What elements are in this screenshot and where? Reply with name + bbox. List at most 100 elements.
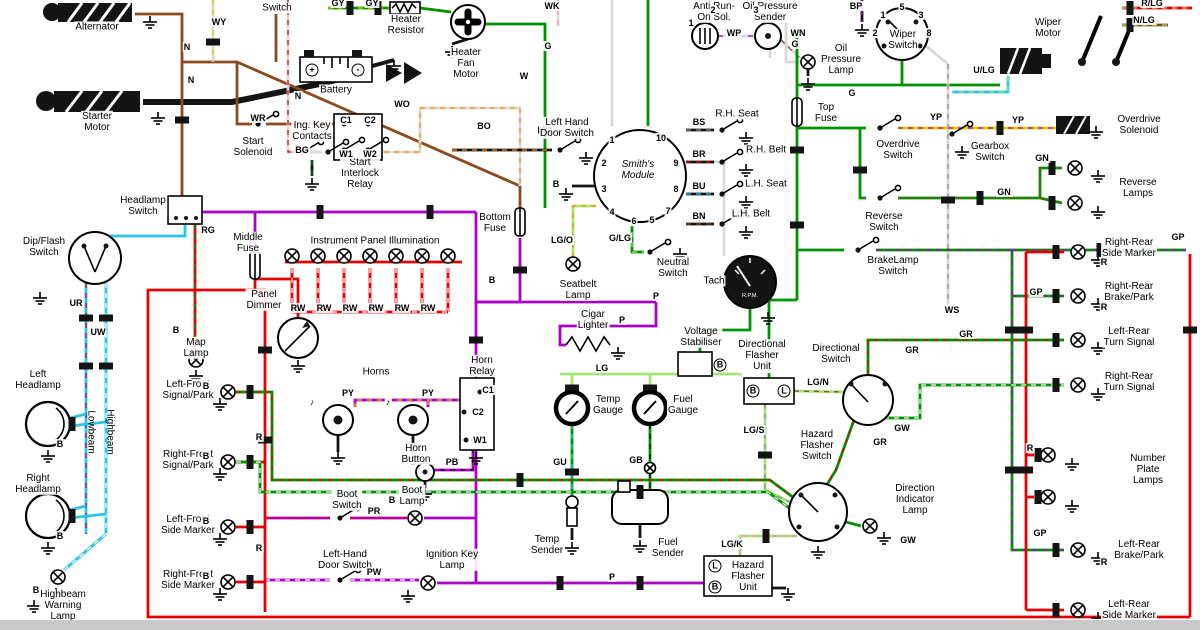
- label-right-front-signal-park: Right-Front Signal/Park: [161, 448, 215, 472]
- tach-face-text: R.P.M.: [742, 293, 759, 299]
- wire-code-g: G: [543, 40, 553, 52]
- wire-code-wp: WP: [725, 27, 743, 39]
- directional-switch-icon: [842, 374, 894, 426]
- wire-code-g-lg: G/LG: [608, 232, 632, 244]
- label-heater-fan-motor: Heater Fan Motor: [449, 47, 483, 81]
- wire-code-b: B: [387, 494, 397, 506]
- wire-code-r: R: [254, 542, 264, 554]
- cable-arrow-icon: [404, 62, 422, 84]
- wire-code-r: R: [1099, 301, 1109, 313]
- wire-UW: [63, 532, 107, 572]
- wire-code-b: B: [55, 530, 65, 542]
- label-panel-dimmer: Panel Dimmer: [245, 288, 283, 312]
- wire-code-w1: W1: [338, 148, 354, 160]
- wire-code-bu: BU: [691, 180, 707, 192]
- wire-code-p: P: [651, 290, 661, 302]
- label-right-headlamp: Right Headlamp: [14, 472, 62, 496]
- wire-code-g: G: [790, 38, 800, 50]
- wire-code-c2: C2: [363, 114, 377, 126]
- wire-code-1: 1: [608, 134, 616, 146]
- wire-code-1: 1: [879, 9, 887, 21]
- label-wiper-motor: Wiper Motor: [1033, 16, 1063, 40]
- label-left-rear-brake-park: Left-Rear Brake/Park: [1113, 538, 1165, 562]
- label-dip-flash-switch: Dip/Flash Switch: [21, 235, 67, 259]
- label-boot-switch: Boot Switch: [331, 488, 363, 512]
- label-left-rear-turn-signal: Left-Rear Turn Signal: [1102, 325, 1156, 349]
- wire-GP-stripe: [1011, 250, 1064, 551]
- wire-code-rw: RW: [419, 302, 437, 314]
- label-gearbox-switch: Gearbox Switch: [969, 140, 1011, 164]
- wire-code--: ♪: [308, 396, 316, 408]
- wire-code-rg: RG: [200, 224, 216, 236]
- label-rh-belt: R.H. Belt: [744, 144, 788, 156]
- wire-code-b: B: [201, 570, 211, 582]
- label-heater-resistor: Heater Resistor: [386, 13, 426, 37]
- wire-code-gr: GR: [904, 344, 920, 356]
- wire-G/LG-stripe: [631, 222, 644, 253]
- label-horn-button: Horn Button: [400, 442, 432, 466]
- wire-code-p: P: [617, 314, 627, 326]
- wire-code-n: N: [186, 74, 196, 86]
- wire-code-b: B: [31, 584, 41, 596]
- label-neutral-switch: Neutral Switch: [655, 256, 691, 280]
- wire-code-n: N: [182, 41, 192, 53]
- label-horn-relay: Horn Relay: [468, 354, 496, 378]
- wire-code-wo: WO: [393, 98, 411, 110]
- wire-PY-stripe: [354, 399, 462, 407]
- wire-U: [69, 512, 107, 520]
- label-map-lamp: Map Lamp: [182, 336, 210, 360]
- label-right-rear-turn-signal: Right-Rear Turn Signal: [1102, 370, 1156, 394]
- label-fuel-gauge: Fuel Gauge: [666, 393, 700, 417]
- wire-G: [858, 128, 866, 200]
- wire-code-n-lg: N/LG: [1132, 14, 1156, 26]
- wire-GR-stripe: [867, 339, 1064, 375]
- label-wiper-switch: Wiper Switch: [887, 28, 919, 52]
- label-left-hand-door-switch-top: Left Hand Door Switch: [539, 116, 595, 140]
- wire-code-pb: PB: [444, 456, 460, 468]
- wire-code-br: BR: [691, 148, 707, 160]
- wire-G: [845, 520, 862, 528]
- wire-code-gp: GP: [1032, 527, 1048, 539]
- wire-code-bp: BP: [848, 0, 864, 12]
- label-alternator: Alternator: [74, 21, 120, 33]
- wire-code-rw: RW: [315, 302, 333, 314]
- heater-fan-motor-icon: [450, 4, 486, 40]
- wire-code-5: 5: [898, 1, 906, 13]
- label-headlamp-switch: Headlamp Switch: [119, 194, 167, 218]
- label-highbeam: Highbeam: [104, 409, 116, 455]
- starter-motor-icon: [36, 90, 140, 113]
- wire-code-yp: YP: [1010, 114, 1026, 126]
- wire-code-b: B: [708, 580, 722, 594]
- wire-code-3: 3: [600, 183, 608, 195]
- label-number-plate-lamps: Number Plate Lamps: [1129, 453, 1167, 487]
- label-direction-indicator-lamp: Direction Indicator Lamp: [894, 483, 936, 517]
- label-left-front-signal-park: Left-Front Signal/Park: [161, 378, 215, 402]
- wire-code-gy: GY: [330, 0, 346, 9]
- wire-code--: ♪: [384, 396, 392, 408]
- wire-code-b: B: [201, 380, 211, 392]
- label-temp-sender: Temp Sender: [529, 533, 565, 557]
- wire-code-lg-s: LG/S: [742, 424, 766, 436]
- wire-PB-stripe: [434, 448, 474, 471]
- wire-G: [485, 22, 547, 208]
- dip-flash-switch-icon: [68, 231, 122, 285]
- temp-sender-icon: [565, 495, 579, 527]
- wire-code-bs: BS: [691, 116, 707, 128]
- label-start-solenoid: Start Solenoid: [232, 135, 274, 159]
- wire-code-n: N: [293, 90, 303, 102]
- label-highbeam-warning-lamp: Highbeam Warning Lamp: [39, 589, 87, 623]
- wire-code-gn: GN: [1034, 152, 1050, 164]
- wire-code-3: 3: [752, 4, 760, 16]
- wire-code-r: R: [1025, 442, 1035, 454]
- wire-N: [235, 62, 252, 126]
- wire-code-b: B: [746, 384, 760, 398]
- horn-icon: [322, 404, 354, 436]
- wire-code-gb: GB: [628, 454, 644, 466]
- wire-code-bg: BG: [294, 144, 310, 156]
- label-battery: Battery: [319, 84, 353, 96]
- wire-code-bo: BO: [476, 120, 492, 132]
- wire-code-gw: GW: [899, 534, 917, 546]
- wire-code-lg-n: LG/N: [806, 376, 830, 388]
